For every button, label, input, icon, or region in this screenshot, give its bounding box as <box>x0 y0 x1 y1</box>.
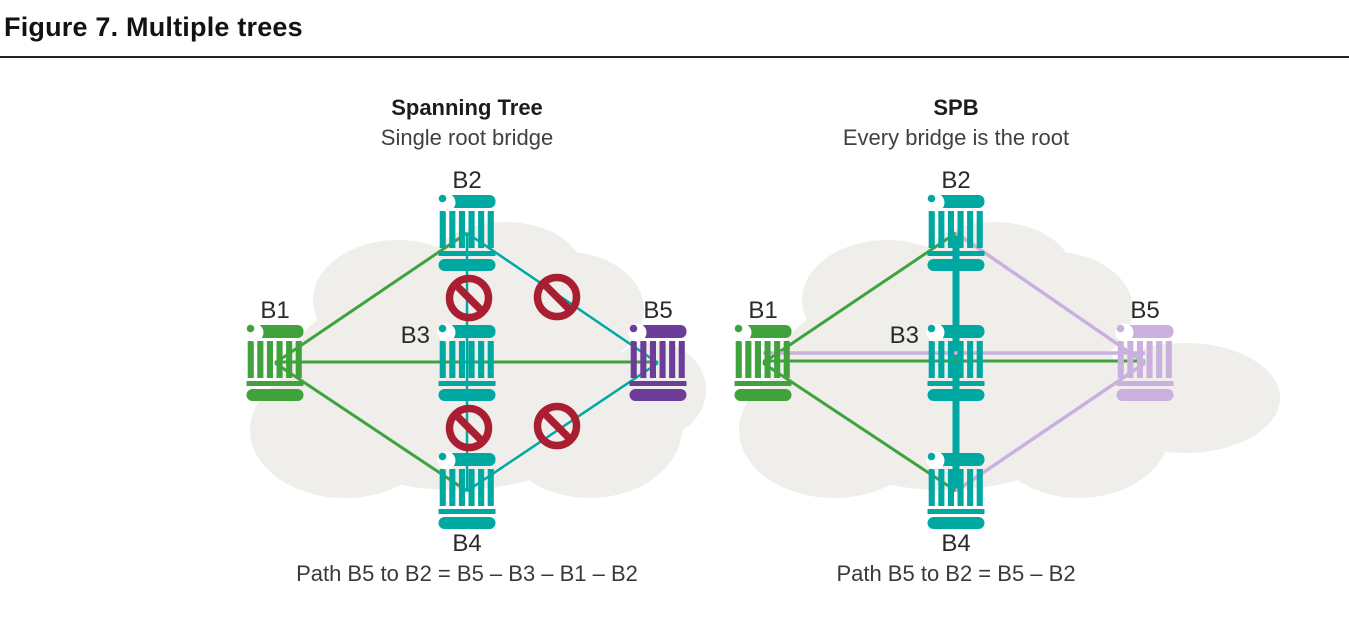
bridge-icon-B4 <box>437 451 496 529</box>
node-label-spanning-tree-B3: B3 <box>401 322 430 349</box>
bridge-led-dot <box>927 452 936 461</box>
node-label-spanning-tree-B1: B1 <box>260 297 289 324</box>
spb-title: SPB <box>933 95 979 120</box>
link-spb-B1-B4 <box>762 361 957 493</box>
bridge-icon-B5 <box>628 323 687 401</box>
spb-subtitle: Every bridge is the root <box>842 125 1070 150</box>
blocked-icon-spanning-tree-B3-B4 <box>445 404 493 452</box>
cloud-blob <box>977 252 1133 368</box>
link-spb-B1-B2 <box>762 231 957 365</box>
link-spb-B5-B2 <box>955 231 1146 365</box>
cloud-blob <box>802 240 972 360</box>
node-label-spb-B5: B5 <box>1130 297 1159 324</box>
spanning-tree-caption: Path B5 to B2 = B5 – B3 – B1 – B2 <box>296 561 638 586</box>
bridge-led-dot <box>1116 324 1125 333</box>
bridge-led-dot <box>438 194 447 203</box>
bridge-icon-B1 <box>245 323 304 401</box>
cloud-blob <box>313 240 483 360</box>
link-spb-B5-B4 <box>955 361 1146 493</box>
bridge-icon-B4 <box>926 451 985 529</box>
bridge-led-dot <box>927 324 936 333</box>
bridge-icon-B3 <box>926 323 985 401</box>
node-label-spanning-tree-B2: B2 <box>452 167 481 194</box>
node-label-spb-B3: B3 <box>890 322 919 349</box>
spanning-tree-header: Spanning Tree Single root bridge <box>257 93 677 153</box>
bridge-led-dot <box>246 324 255 333</box>
bridge-icon-B1 <box>733 323 792 401</box>
bridge-icon-B5 <box>1115 323 1174 401</box>
spanning-tree-subtitle: Single root bridge <box>380 125 554 150</box>
bridge-led-dot <box>927 194 936 203</box>
node-label-spanning-tree-B5: B5 <box>643 297 672 324</box>
node-label-spanning-tree-B4: B4 <box>452 530 481 557</box>
link-spanning-tree-B1-B4 <box>274 361 468 493</box>
blocked-icon-spanning-tree-B4-B5 <box>533 402 581 450</box>
blocked-icon-spanning-tree-B2-B5 <box>533 273 581 321</box>
bridge-icon-B2 <box>926 193 985 271</box>
node-label-spb-B4: B4 <box>941 530 970 557</box>
bridge-led-dot <box>734 324 743 333</box>
spb-caption: Path B5 to B2 = B5 – B2 <box>836 561 1076 586</box>
node-label-spb-B2: B2 <box>941 167 970 194</box>
bridge-led-dot <box>438 324 447 333</box>
blocked-icon-spanning-tree-B2-B3 <box>445 274 493 322</box>
bridge-icon-B2 <box>437 193 496 271</box>
bridge-led-dot <box>438 452 447 461</box>
figure-title: Figure 7. Multiple trees <box>4 12 303 42</box>
title-rule <box>0 56 1349 58</box>
bridge-led-dot <box>629 324 638 333</box>
spanning-tree-title: Spanning Tree <box>391 95 543 120</box>
spb-header: SPB Every bridge is the root <box>746 93 1166 153</box>
link-spanning-tree-B1-B2 <box>274 231 468 365</box>
node-label-spb-B1: B1 <box>748 297 777 324</box>
bridge-icon-B3 <box>437 323 496 401</box>
